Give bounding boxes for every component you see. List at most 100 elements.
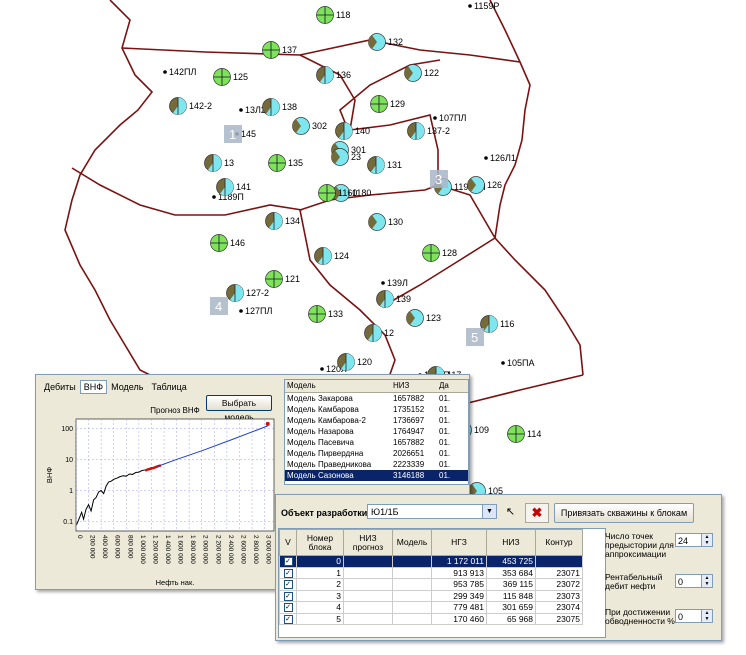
cell-model[interactable] [392, 601, 432, 614]
tab-debits[interactable]: Дебиты [44, 382, 76, 392]
cell-ngz[interactable]: 913 913 [431, 566, 487, 579]
well-marker[interactable]: 13 [204, 154, 235, 172]
well-marker[interactable]: 125 [213, 68, 249, 86]
well-marker[interactable]: 116 [480, 315, 515, 333]
object-select[interactable]: Ю1/1Б ▼ [367, 504, 497, 519]
well-marker[interactable]: 1160 [318, 184, 358, 202]
bind-wells-button[interactable]: Привязать скважины к блокам [554, 503, 694, 523]
cell-block[interactable]: 0 [296, 555, 344, 568]
history-points-spinner[interactable]: 24 ▲▼ [675, 533, 713, 547]
cell-niz-prognoz[interactable] [343, 601, 393, 614]
well-marker[interactable]: 122 [404, 64, 439, 82]
cell-contour[interactable]: 23073 [535, 589, 583, 602]
cell-niz[interactable]: 65 968 [486, 612, 536, 625]
cell-block[interactable]: 5 [296, 612, 344, 625]
well-marker[interactable]: 141 [216, 178, 252, 196]
well-marker[interactable]: 136 [316, 66, 352, 84]
cell-ngz[interactable]: 170 460 [431, 612, 487, 625]
col-block-number[interactable]: Номер блока [296, 529, 344, 556]
spinner-arrows-icon[interactable]: ▲▼ [701, 575, 712, 587]
well-marker[interactable]: 146 [210, 234, 246, 252]
well-marker[interactable]: 126Л1 [484, 153, 516, 163]
cell-niz-prognoz[interactable] [343, 589, 393, 602]
pointer-select-icon[interactable]: ↖ [505, 506, 516, 518]
cell-niz[interactable]: 369 115 [486, 578, 536, 591]
row-checkbox[interactable]: ✓ [283, 591, 293, 601]
col-contour[interactable]: Контур [535, 529, 583, 556]
blocks-table[interactable]: V Номер блока НИЗ прогноз Модель НГЗ НИЗ… [278, 528, 606, 638]
col-model[interactable]: Модель [392, 529, 432, 556]
well-marker[interactable]: 114 [507, 425, 542, 443]
well-marker[interactable]: 121 [265, 270, 301, 288]
cell-niz-prognoz[interactable] [343, 566, 393, 579]
well-marker[interactable]: 124 [314, 247, 350, 265]
well-marker[interactable]: 1189П [212, 192, 244, 202]
cell-block[interactable]: 4 [296, 601, 344, 614]
cell-model[interactable] [392, 578, 432, 591]
cell-niz[interactable]: 115 848 [486, 589, 536, 602]
row-checkbox-cell[interactable]: ✓ [279, 566, 297, 579]
well-marker[interactable]: 131 [367, 156, 403, 174]
row-checkbox[interactable]: ✓ [283, 568, 293, 578]
row-checkbox-cell[interactable]: ✓ [279, 578, 297, 591]
spinner-arrows-icon[interactable]: ▲▼ [701, 610, 712, 622]
well-marker[interactable]: 138 [262, 98, 298, 116]
row-checkbox-cell[interactable]: ✓ [279, 612, 297, 625]
well-marker[interactable]: 302 [292, 117, 327, 135]
well-marker[interactable]: 133 [308, 305, 344, 323]
tab-vnf[interactable]: ВНФ [79, 380, 108, 394]
well-marker[interactable]: 127-2 [226, 284, 270, 302]
cell-contour[interactable]: 23075 [535, 612, 583, 625]
cell-model[interactable] [392, 566, 432, 579]
cell-niz[interactable]: 353 684 [486, 566, 536, 579]
well-marker[interactable]: 120 [337, 353, 373, 371]
well-marker[interactable]: 129 [370, 95, 406, 113]
delete-icon[interactable]: ✖ [525, 503, 549, 523]
well-marker[interactable]: 132 [368, 33, 404, 51]
cell-niz-prognoz[interactable] [343, 555, 393, 568]
well-marker[interactable]: 13Л2 [239, 105, 266, 115]
well-marker[interactable]: 137 [262, 41, 298, 59]
spinner-arrows-icon[interactable]: ▲▼ [701, 534, 712, 546]
row-checkbox[interactable]: ✓ [283, 603, 293, 613]
well-marker[interactable]: 142-2 [169, 97, 213, 115]
cell-niz-prognoz[interactable] [343, 612, 393, 625]
well-marker[interactable]: 128 [422, 244, 458, 262]
tab-model[interactable]: Модель [111, 382, 144, 392]
well-marker[interactable]: 1159Р [468, 1, 499, 11]
cell-contour[interactable] [535, 555, 583, 568]
well-marker[interactable]: 12 [364, 324, 395, 342]
cell-ngz[interactable]: 953 785 [431, 578, 487, 591]
row-checkbox[interactable]: ✓ [283, 557, 293, 567]
chevron-down-icon[interactable]: ▼ [482, 505, 496, 518]
col-v[interactable]: V [279, 529, 297, 556]
cell-model[interactable] [392, 589, 432, 602]
watercut-spinner[interactable]: 0 ▲▼ [675, 609, 713, 623]
tab-table[interactable]: Таблица [151, 382, 187, 392]
well-marker[interactable]: 139 [376, 290, 412, 308]
cell-model[interactable] [392, 555, 432, 568]
well-marker[interactable]: 134 [265, 212, 301, 230]
cell-contour[interactable]: 23074 [535, 601, 583, 614]
well-marker[interactable]: 137-2 [407, 122, 451, 140]
well-marker[interactable]: 23 [331, 148, 361, 166]
well-marker[interactable]: 142ПЛ [163, 67, 196, 77]
row-checkbox[interactable]: ✓ [283, 614, 293, 624]
cell-block[interactable]: 1 [296, 566, 344, 579]
col-niz[interactable]: НИЗ [486, 529, 536, 556]
col-niz-prognoz[interactable]: НИЗ прогноз [343, 529, 393, 556]
cell-ngz[interactable]: 779 481 [431, 601, 487, 614]
cell-niz[interactable]: 453 725 [486, 555, 536, 568]
